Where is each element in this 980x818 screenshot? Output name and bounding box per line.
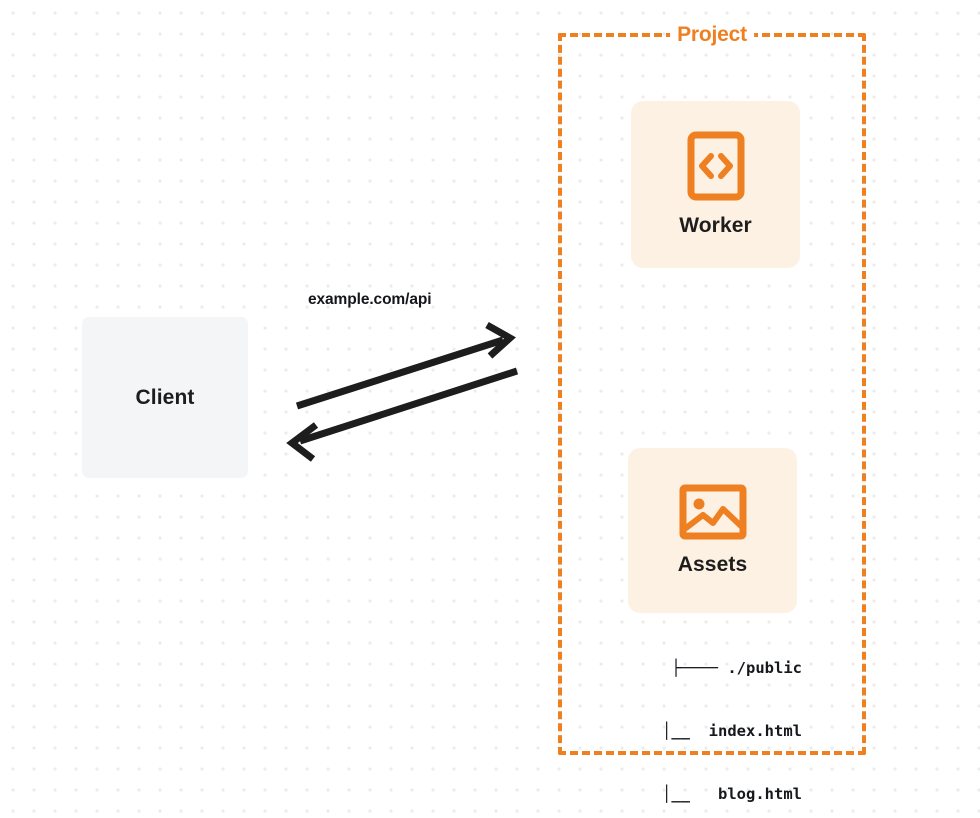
file-tree-row-index: │__ index.html bbox=[634, 722, 802, 740]
worker-node: Worker bbox=[631, 101, 800, 268]
file-tree-row-root: ├──── ./public bbox=[671, 659, 802, 677]
connection-label: example.com/api bbox=[308, 291, 432, 308]
file-tree-row-blog: │__ blog.html bbox=[634, 785, 802, 803]
worker-node-label: Worker bbox=[679, 214, 752, 237]
assets-file-tree: ├──── ./public │__ index.html │__ blog.h… bbox=[606, 616, 802, 818]
code-brackets-icon bbox=[687, 131, 744, 201]
assets-node-label: Assets bbox=[677, 553, 748, 576]
response-arrow-head bbox=[286, 422, 319, 462]
client-node-label: Client bbox=[135, 385, 195, 409]
client-node: Client bbox=[82, 317, 248, 478]
request-arrow-head bbox=[485, 321, 516, 359]
response-arrow-line bbox=[298, 367, 519, 445]
project-container: Project bbox=[558, 23, 866, 755]
project-title: Project bbox=[670, 23, 754, 47]
request-arrow-line bbox=[295, 336, 505, 410]
image-icon bbox=[679, 484, 746, 540]
assets-node: Assets bbox=[628, 448, 797, 613]
